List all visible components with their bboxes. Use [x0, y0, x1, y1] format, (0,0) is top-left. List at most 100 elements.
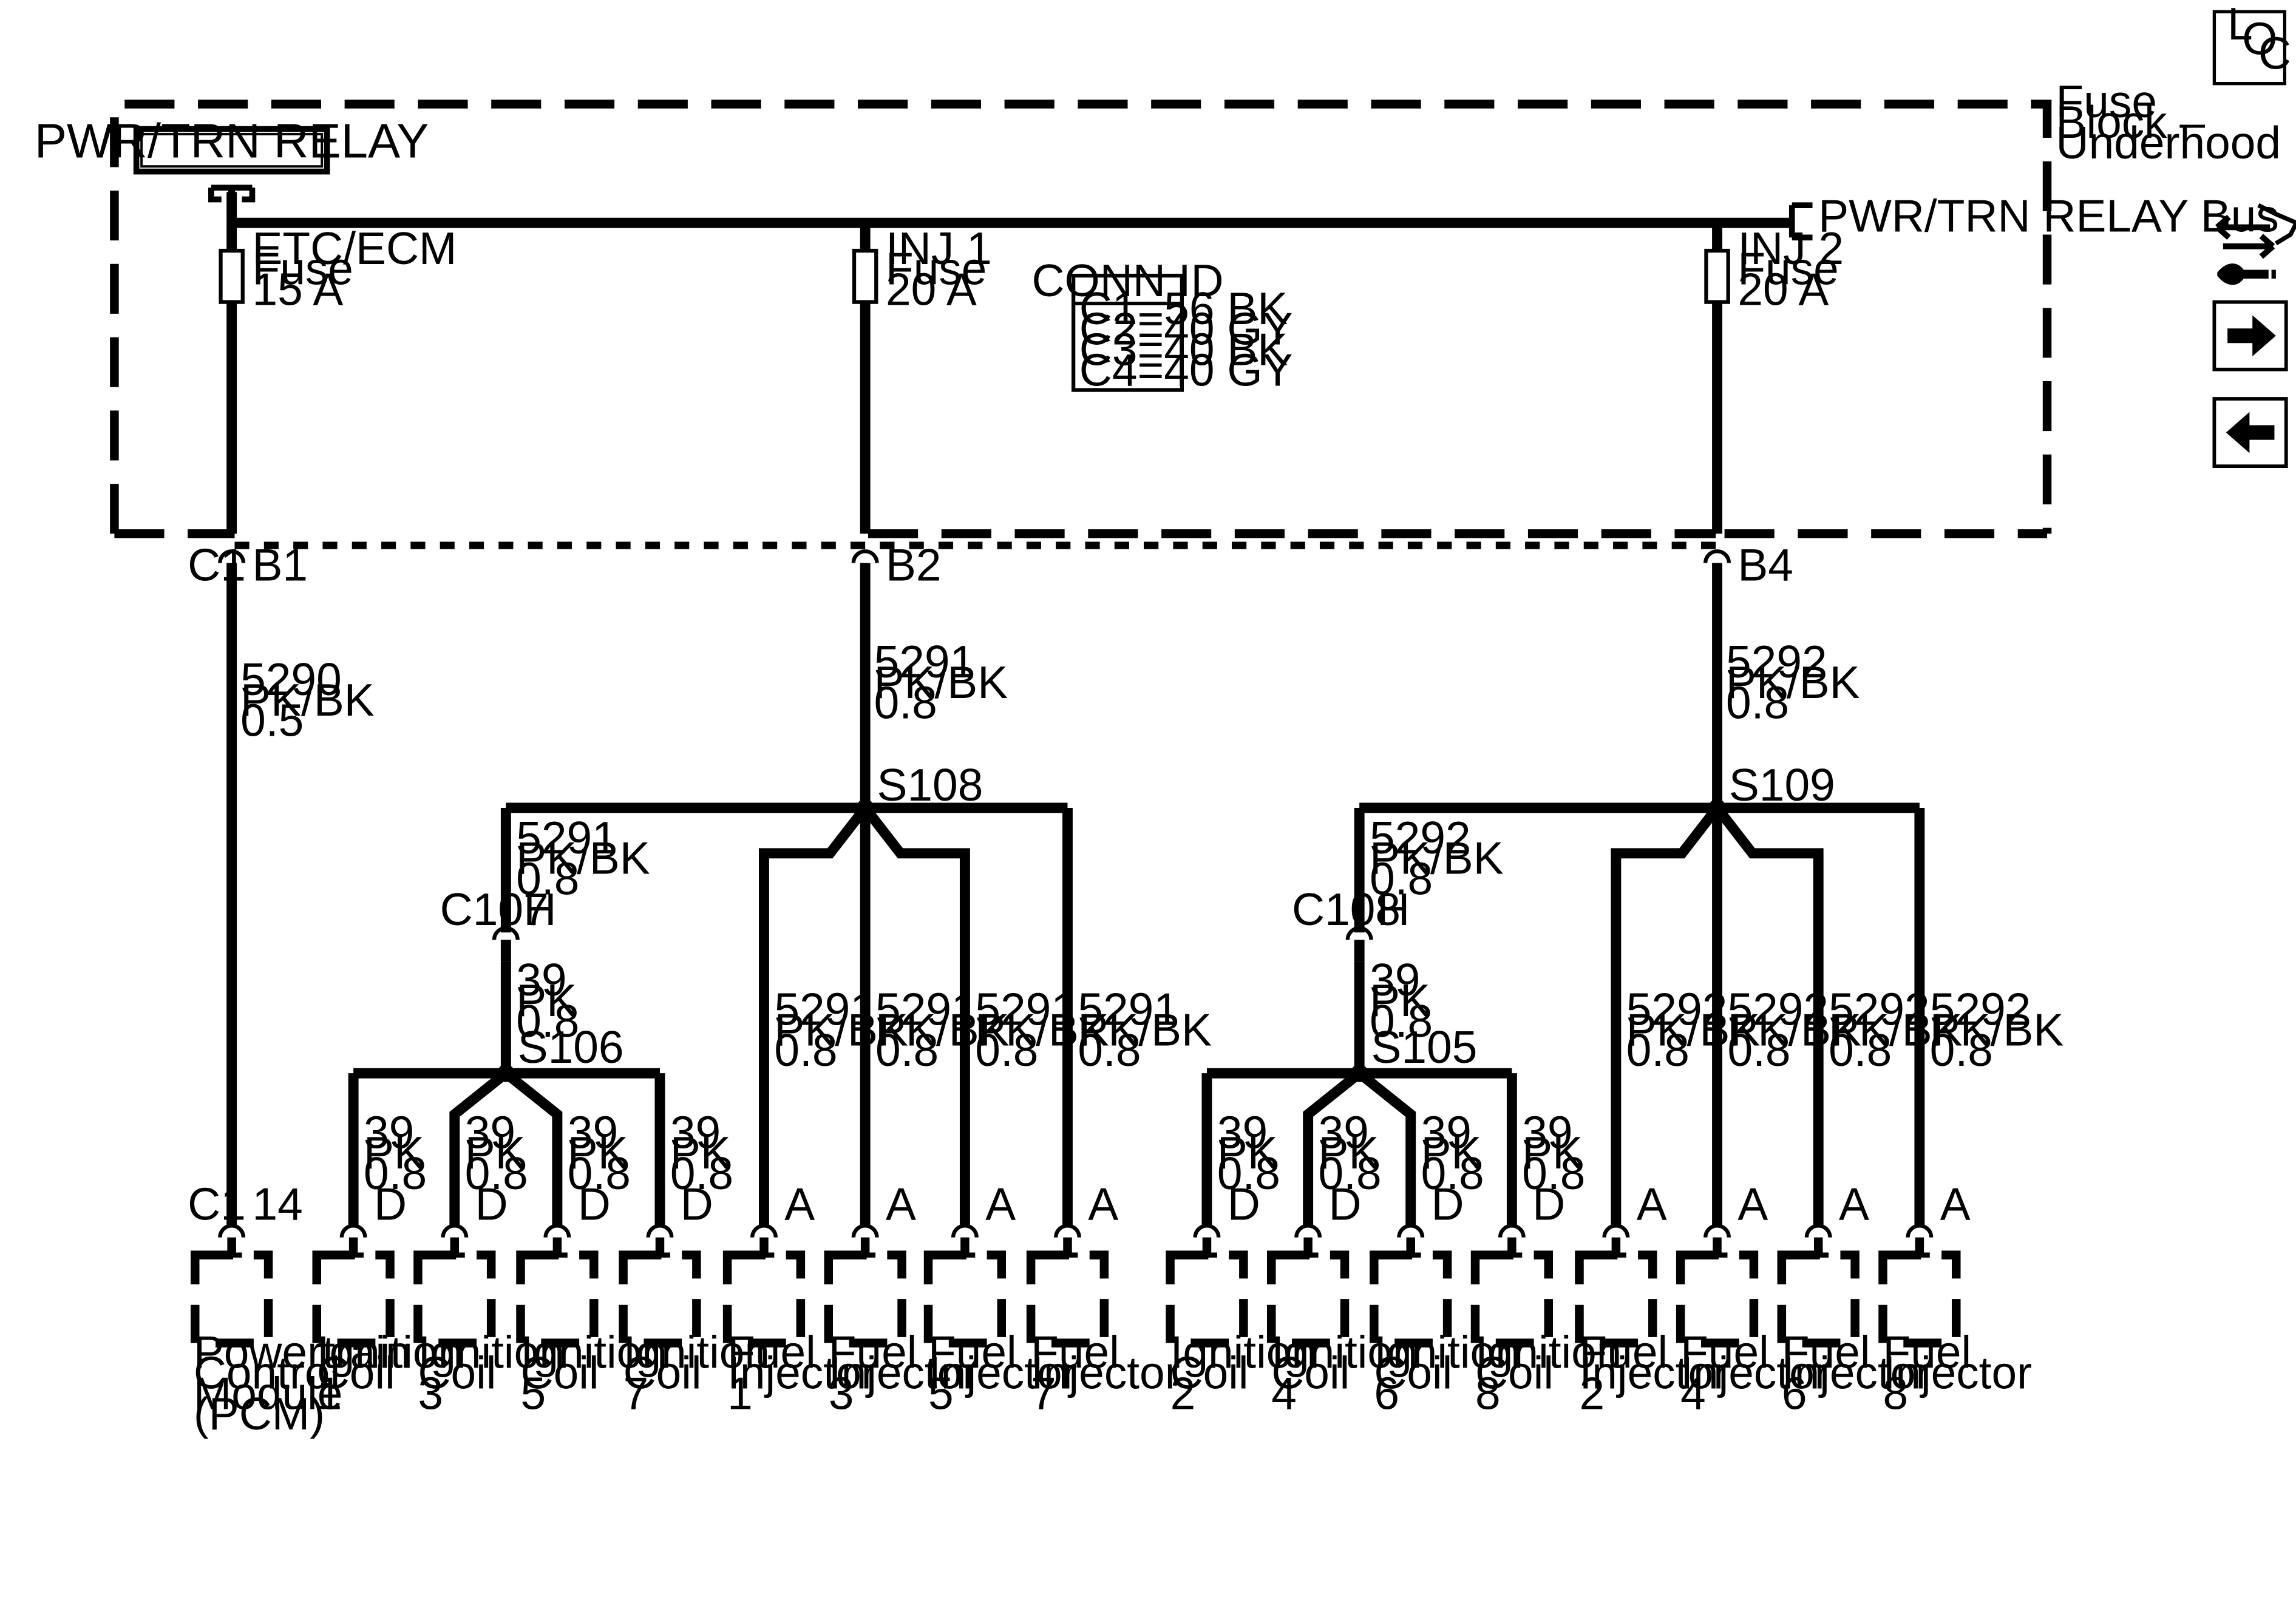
splice-label: S108 [877, 759, 983, 810]
splice-s105[interactable] [1201, 1064, 1517, 1226]
splice-label: S106 [518, 1022, 624, 1073]
wire-label: 39PK0.8 [1217, 1107, 1280, 1199]
component-label: FuelInjector3 [829, 1327, 978, 1419]
component-label: FuelInjector2 [1579, 1327, 1728, 1419]
connector-c1-block[interactable] [218, 549, 1731, 563]
fuse-inj-1-label: INJ 1 Fuse 20 A [886, 223, 1005, 315]
load-component[interactable]: 39PK0.8D IgnitionCoil2 [1166, 1107, 1317, 1419]
wire-label: 39PK0.8 [1319, 1107, 1382, 1199]
pin-label: D [1228, 1179, 1260, 1230]
component-label: FuelInjector6 [1782, 1327, 1931, 1419]
connector-name: C108 [1292, 884, 1401, 935]
inline-connector-c108[interactable] [1345, 926, 1373, 1074]
component-label: FuelInjector4 [1680, 1327, 1830, 1419]
wire-label: 5292PK/BK0.8 [1626, 983, 1761, 1076]
wire-label: 5291 PK/BK 0.8 [874, 636, 1021, 728]
wire-label: 39 PK 0.8 [1370, 954, 1443, 1046]
pin-label: D [578, 1179, 611, 1230]
load-component[interactable]: 39PK0.8D IgnitionCoil8 [1470, 1107, 1622, 1419]
splice-s108[interactable] [500, 799, 1073, 1226]
pin-label: A [784, 1179, 815, 1230]
connector-end-view-icon[interactable] [2215, 203, 2296, 285]
pin-label: D [681, 1179, 713, 1230]
load-component[interactable]: 5292PK/BK0.8A FuelInjector2 [1575, 983, 1761, 1419]
next-page-icon[interactable] [2212, 300, 2288, 371]
wire-label: 5292PK/BK0.8 [1727, 983, 1861, 1076]
component-label: IgnitionCoil5 [521, 1327, 667, 1419]
splice-label: S109 [1729, 759, 1835, 810]
wire-label: 39PK0.8 [465, 1107, 528, 1199]
previous-page-icon[interactable] [2212, 397, 2288, 469]
load-components: 39PK0.8DIgnitionCoil139PK0.8DIgnitionCoi… [312, 983, 2064, 1419]
fuse-inj-2-label: INJ 2 Fuse 20 A [1737, 223, 1856, 315]
component-label: IgnitionCoil1 [317, 1327, 463, 1419]
pin-label: H [1377, 884, 1410, 935]
conn-id-row: C4=40 GY [1079, 344, 1293, 395]
wire-label: 5290 PK/BK 0.5 [240, 654, 387, 746]
wire-label: 5292PK/BK0.8 [1930, 983, 2064, 1076]
pin-label: B4 [1737, 540, 1793, 591]
splice-s106[interactable] [348, 1064, 665, 1226]
conn-id-title: CONN ID [1031, 255, 1223, 306]
fuse-block-underhood [110, 100, 2052, 549]
component-label: IgnitionCoil7 [623, 1327, 770, 1419]
component-label: FuelInjector8 [1883, 1327, 2033, 1419]
component-label: IgnitionCoil2 [1170, 1327, 1317, 1419]
pcm-label: Powertrain Control Module (PCM) [194, 1327, 424, 1439]
wire-label: 5291 PK/BK 0.8 [516, 812, 662, 904]
loc-letter: C [2258, 28, 2291, 79]
conn-id-row: C2=40 GY [1079, 303, 1293, 354]
load-component[interactable]: 5291PK/BK0.8A FuelInjector5 [923, 983, 1109, 1419]
pin-label: D [1532, 1179, 1565, 1230]
conn-id-row: C3=40 BK [1079, 324, 1288, 375]
fuse-etc-ecm[interactable] [219, 223, 245, 534]
load-component[interactable]: 5292PK/BK0.8A FuelInjector8 [1878, 983, 2064, 1419]
splice-s109[interactable] [1354, 799, 1925, 1226]
wire-label: 5292 PK/BK 0.8 [1726, 636, 1872, 728]
splice-label: S105 [1371, 1022, 1477, 1073]
component-label: IgnitionCoil4 [1271, 1327, 1418, 1419]
wire-label: 39PK0.8 [568, 1107, 631, 1199]
pin-label: B1 [252, 540, 308, 591]
loc-button[interactable]: L O C [2212, 0, 2291, 86]
component-label: FuelInjector1 [727, 1327, 877, 1419]
load-component[interactable]: 5291PK/BK0.8A FuelInjector3 [824, 983, 1010, 1419]
conn-id-row: C1=56 BK [1079, 283, 1288, 334]
pin-label: A [1737, 1179, 1768, 1230]
pin-label: A [985, 1179, 1016, 1230]
component-label: FuelInjector5 [928, 1327, 1078, 1419]
loc-letter: O [2242, 13, 2277, 64]
wire-label: 5291PK/BK0.8 [774, 983, 908, 1076]
pin-label: D [1432, 1179, 1464, 1230]
wire-label: 39PK0.8 [1522, 1107, 1585, 1199]
pin-label: A [1088, 1179, 1118, 1230]
wire-label: 5291PK/BK0.8 [875, 983, 1010, 1076]
inline-connector-c107[interactable] [492, 926, 520, 1074]
pin-label: A [1637, 1179, 1667, 1230]
pwr-trn-relay[interactable]: PWR/TRN RELAY [35, 114, 429, 175]
pin-label: A [886, 1179, 916, 1230]
pin-label: A [1839, 1179, 1869, 1230]
fuse-etc-ecm-label: ETC/ECM Fuse 15 A [252, 223, 469, 315]
component-label: IgnitionCoil6 [1374, 1327, 1520, 1419]
connector-name: C1 [188, 540, 246, 591]
fuse-inj-2[interactable] [1704, 223, 1730, 534]
load-component[interactable]: 5292PK/BK0.8A FuelInjector4 [1676, 983, 1861, 1419]
fuse-inj-1[interactable] [852, 223, 878, 534]
pin-label: B2 [886, 540, 942, 591]
pin-label: A [1940, 1179, 1971, 1230]
wire-label: 39 PK 0.8 [516, 954, 589, 1046]
relay-contact-icon [208, 185, 256, 223]
component-label: IgnitionCoil8 [1475, 1327, 1622, 1419]
wire-label: 39PK0.8 [1421, 1107, 1484, 1199]
pin-label: H [523, 884, 556, 935]
component-label: IgnitionCoil3 [418, 1327, 564, 1419]
wire-label: 5292 PK/BK 0.8 [1370, 812, 1516, 904]
wire-label: 5291PK/BK0.8 [975, 983, 1109, 1076]
